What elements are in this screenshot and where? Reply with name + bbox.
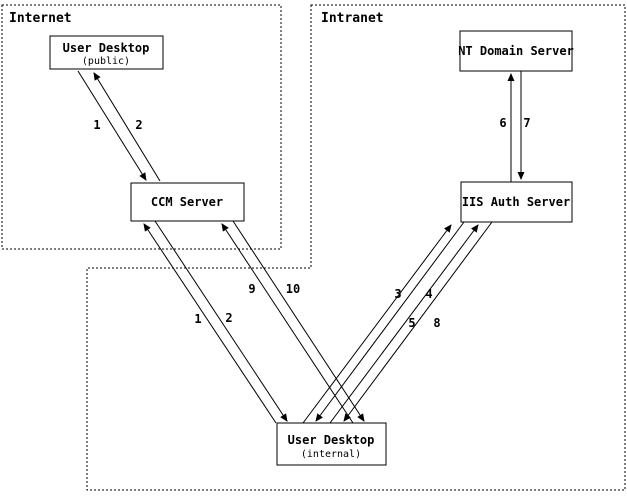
internet-zone-border [1, 4, 282, 250]
edge-2-ccm-to-internal [154, 220, 288, 422]
edge-labels: 1 2 1 2 9 10 3 4 5 8 6 7 [93, 116, 530, 330]
ccm-server-title: CCM Server [151, 195, 223, 209]
edge-label-9: 9 [248, 282, 255, 296]
edge-1-public-to-ccm [77, 70, 147, 181]
internet-zone-label: Internet [9, 11, 72, 26]
node-ccm-server: CCM Server [130, 182, 245, 222]
edge-label-1-public: 1 [93, 118, 100, 132]
intranet-zone-label: Intranet [321, 11, 384, 26]
node-nt-domain-server: NT Domain Server [458, 30, 574, 72]
edge-label-3: 3 [394, 287, 401, 301]
edge-label-10: 10 [286, 282, 300, 296]
edge-label-2-internal: 2 [225, 311, 232, 325]
edge-label-7: 7 [523, 116, 530, 130]
iis-auth-server-box [460, 181, 573, 223]
edge-4-iis-to-internal [315, 221, 465, 422]
edge-label-1-internal: 1 [194, 312, 201, 326]
edge-8-iis-to-internal [343, 221, 493, 422]
user-desktop-public-subtitle: (public) [82, 56, 130, 67]
nt-domain-server-title: NT Domain Server [458, 44, 574, 58]
edge-lines [77, 70, 525, 424]
node-user-desktop-internal: User Desktop (internal) [276, 422, 387, 466]
ccm-server-box [130, 182, 245, 222]
edge-label-8: 8 [433, 316, 440, 330]
user-desktop-public-box [49, 35, 164, 70]
edge-1-internal-to-ccm [143, 223, 277, 424]
edge-label-2-public: 2 [135, 118, 142, 132]
user-desktop-internal-title: User Desktop [288, 433, 375, 447]
user-desktop-internal-box [276, 422, 387, 466]
node-iis-auth-server: IIS Auth Server [460, 181, 573, 223]
user-desktop-public-title: User Desktop [63, 41, 150, 55]
edge-label-5: 5 [408, 316, 415, 330]
edge-10-ccm-to-internal [232, 220, 365, 422]
user-desktop-internal-subtitle: (internal) [301, 449, 361, 460]
node-user-desktop-public: User Desktop (public) [49, 35, 164, 70]
edge-3-internal-to-iis [302, 224, 452, 424]
edge-label-4: 4 [425, 287, 432, 301]
nt-domain-server-box [459, 30, 573, 72]
edge-2-ccm-to-public [93, 72, 161, 182]
iis-auth-server-title: IIS Auth Server [462, 195, 570, 209]
intranet-zone-border [86, 4, 626, 491]
edge-9-internal-to-ccm [221, 223, 354, 424]
edge-label-6: 6 [499, 116, 506, 130]
edge-5-internal-to-iis [329, 224, 479, 424]
